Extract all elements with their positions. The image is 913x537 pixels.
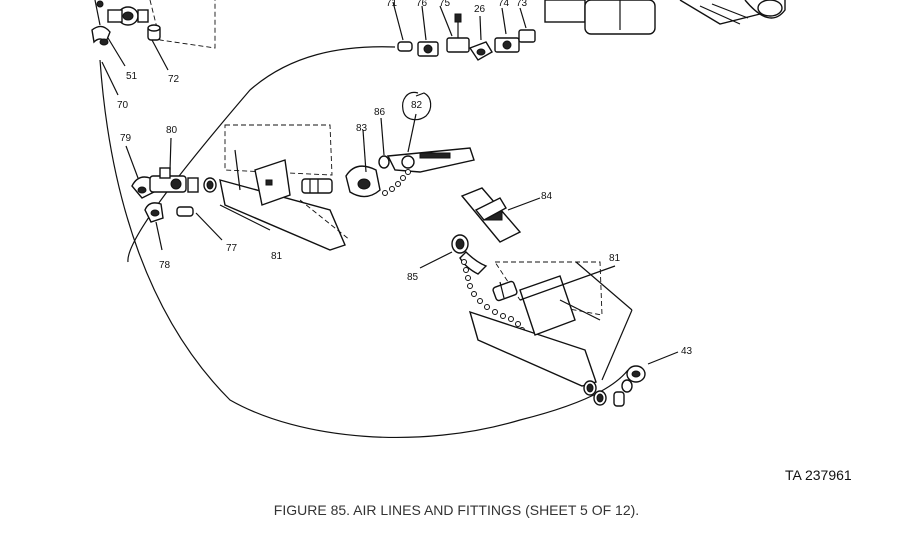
callout-86: 86 bbox=[374, 107, 386, 118]
chain-upper bbox=[382, 169, 411, 196]
washers bbox=[583, 379, 633, 407]
gladhand-84 bbox=[460, 187, 522, 243]
top-left-fittings bbox=[91, 0, 216, 96]
elbow-78 bbox=[144, 202, 164, 223]
callout-70: 70 bbox=[117, 100, 129, 111]
callout-78: 78 bbox=[159, 260, 171, 271]
bracket-top-right bbox=[679, 0, 786, 25]
figure-caption: FIGURE 85. AIR LINES AND FITTINGS (SHEET… bbox=[273, 502, 640, 518]
callout-43: 43 bbox=[681, 346, 693, 357]
fitting-43 bbox=[626, 365, 646, 383]
callout-81-right: 81 bbox=[609, 253, 621, 264]
valve-block bbox=[544, 0, 656, 35]
callout-74: 74 bbox=[498, 0, 510, 9]
callout-51: 51 bbox=[126, 71, 138, 82]
fitting-51 bbox=[96, 0, 149, 26]
callout-26: 26 bbox=[474, 4, 486, 15]
callout-76: 76 bbox=[416, 0, 428, 9]
callout-85: 85 bbox=[407, 272, 419, 283]
callout-labels: 51 72 70 71 76 75 26 74 73 86 82 83 79 8… bbox=[117, 0, 693, 357]
callout-79: 79 bbox=[120, 133, 132, 144]
fitting-73 bbox=[518, 29, 536, 43]
fitting-group-left bbox=[125, 137, 271, 251]
coupling-assembly bbox=[301, 113, 475, 198]
callout-75: 75 bbox=[439, 0, 451, 9]
callout-83: 83 bbox=[356, 123, 368, 134]
right-bracket-81 bbox=[468, 261, 633, 387]
top-center-fittings bbox=[392, 0, 786, 61]
callout-80: 80 bbox=[166, 125, 178, 136]
callout-71: 71 bbox=[386, 0, 398, 9]
left-bracket-81 bbox=[219, 124, 351, 251]
callout-72: 72 bbox=[168, 74, 180, 85]
dummy-coupling bbox=[419, 187, 541, 333]
valve-80 bbox=[149, 167, 217, 193]
fitting-85 bbox=[451, 234, 488, 275]
fitting-76 bbox=[417, 41, 439, 57]
callout-84: 84 bbox=[541, 191, 553, 202]
callout-77: 77 bbox=[226, 243, 238, 254]
fitting-75 bbox=[446, 13, 470, 53]
gasket-86 bbox=[378, 155, 390, 169]
gladhand-82 bbox=[386, 147, 475, 173]
callout-73: 73 bbox=[516, 0, 528, 9]
callout-81-left: 81 bbox=[271, 251, 283, 262]
fitting-74 bbox=[494, 37, 520, 53]
plug-77 bbox=[176, 206, 194, 217]
chain-lower bbox=[461, 259, 525, 333]
nipple bbox=[301, 178, 333, 194]
ta-number: TA 237961 bbox=[785, 467, 852, 483]
fitting-72 bbox=[147, 24, 161, 41]
air-hose bbox=[99, 59, 629, 439]
elbow-70 bbox=[91, 25, 111, 46]
fitting-43-group bbox=[583, 351, 679, 407]
nipple-right bbox=[492, 280, 518, 302]
callout-82: 82 bbox=[411, 100, 423, 111]
fitting-26 bbox=[468, 41, 493, 61]
hand-drawn-circle bbox=[402, 91, 432, 121]
coupler-83 bbox=[345, 165, 381, 198]
